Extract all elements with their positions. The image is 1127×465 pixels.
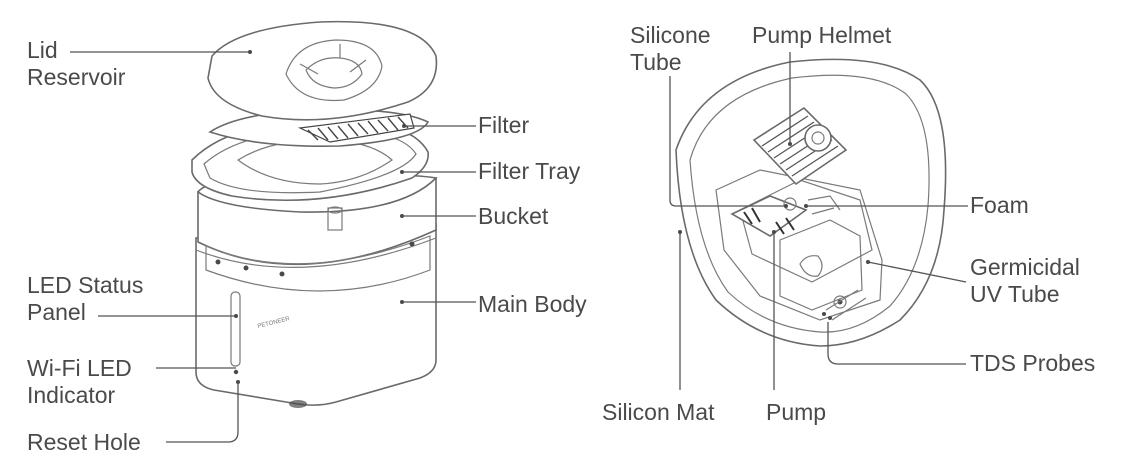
fountain-exploded-view: PETONEER — [191, 20, 438, 408]
lid-label: Lid Reservoir — [27, 37, 125, 91]
foam-label: Foam — [970, 192, 1029, 218]
wifi-led-line1: Wi-Fi LED — [27, 355, 132, 381]
wifi-led-indicator-label: Wi-Fi LED Indicator — [27, 355, 132, 409]
wifi-led-line2: Indicator — [27, 382, 116, 408]
lid-text: Lid — [27, 37, 58, 63]
right-leader-lines — [669, 52, 968, 390]
germicidal-uv-tube-label: Germicidal UV Tube — [970, 254, 1080, 308]
main-body-illustration: PETONEER — [195, 223, 437, 408]
bucket-label: Bucket — [478, 203, 549, 229]
reservoir-text: Reservoir — [27, 64, 126, 90]
filter-label: Filter — [478, 112, 530, 138]
germicidal-line2: UV Tube — [970, 281, 1060, 307]
silicon-mat-label: Silicon Mat — [602, 399, 715, 425]
filter-illustration — [208, 108, 430, 148]
tds-probes-label: TDS Probes — [970, 350, 1096, 376]
germicidal-line1: Germicidal — [970, 254, 1080, 280]
filter-tray-label: Filter Tray — [478, 158, 581, 184]
reset-hole-label: Reset Hole — [27, 429, 141, 455]
led-status-panel-line1: LED Status — [27, 272, 144, 298]
main-body-label: Main Body — [478, 291, 587, 317]
silicone-tube-line1: Silicone — [630, 22, 711, 48]
led-status-panel-label: LED Status Panel — [27, 272, 143, 326]
pump-helmet-label: Pump Helmet — [752, 22, 892, 48]
led-status-panel-line2: Panel — [27, 299, 86, 325]
left-leader-lines — [70, 50, 476, 443]
silicone-tube-label: Silicone Tube — [630, 22, 711, 76]
silicone-tube-line2: Tube — [630, 49, 682, 75]
pump-label: Pump — [766, 399, 827, 425]
lid-illustration — [207, 20, 438, 121]
fountain-interior-view — [675, 58, 947, 347]
